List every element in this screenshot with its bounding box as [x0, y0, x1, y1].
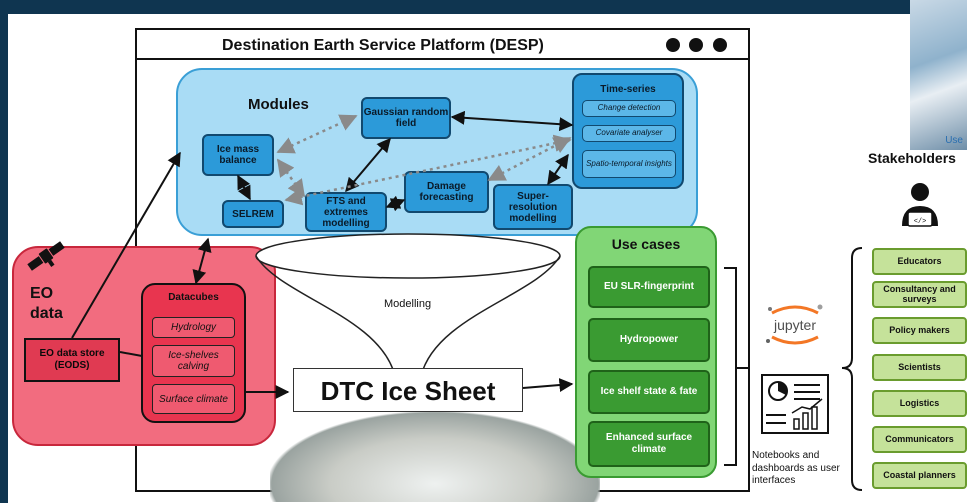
stakeholder-item: Communicators	[872, 426, 967, 453]
photo-caption: Use	[945, 135, 963, 146]
window-dot-icon	[666, 38, 680, 52]
time-series-item: Change detection	[582, 100, 676, 117]
module-damage-forecasting: Damage forecasting	[404, 171, 489, 213]
modelling-label: Modelling	[384, 298, 432, 310]
use-case-item: Enhanced surface climate	[588, 421, 710, 467]
datacube-item: Ice-shelves calving	[152, 345, 235, 377]
satellite-icon	[27, 241, 65, 271]
datacube-item: Surface climate	[152, 384, 235, 414]
datacubes-title: Datacubes	[168, 292, 219, 303]
module-selrem: SELREM	[222, 200, 284, 228]
time-series-title: Time-series	[600, 84, 656, 95]
use-case-item: Hydropower	[588, 318, 710, 362]
stakeholder-item: Logistics	[872, 390, 967, 417]
interfaces-caption: Notebooks and dashboards as user interfa…	[752, 450, 840, 486]
stakeholder-item: Coastal planners	[872, 462, 967, 489]
time-series-item: Spatio-temporal insights	[582, 150, 676, 178]
use-cases-title: Use cases	[611, 236, 681, 252]
datacube-item: Hydrology	[152, 317, 235, 338]
desp-title-bar	[135, 28, 750, 60]
left-background-strip	[0, 0, 8, 503]
modelling-funnel	[255, 233, 561, 376]
window-dot-icon	[713, 38, 727, 52]
jupyter-logo-icon: jupyter	[766, 304, 823, 345]
stakeholder-item: Consultancy and surveys	[872, 281, 967, 308]
svg-text:</>: </>	[914, 218, 927, 226]
window-dot-icon	[689, 38, 703, 52]
antarctica-map	[270, 412, 600, 502]
stakeholder-item: Scientists	[872, 354, 967, 381]
time-series-item: Covariate analyser	[582, 125, 676, 142]
use-case-item: EU SLR-fingerprint	[588, 266, 710, 308]
stakeholder-item: Educators	[872, 248, 967, 275]
stakeholders-title: Stakeholders	[868, 150, 956, 166]
desp-title: Destination Earth Service Platform (DESP…	[222, 37, 544, 54]
dtc-ice-sheet: DTC Ice Sheet	[293, 368, 523, 412]
module-super-resolution: Super-resolution modelling	[493, 184, 573, 230]
top-background-strip	[0, 0, 910, 14]
stakeholder-item: Policy makers	[872, 317, 967, 344]
eo-label-line: data	[30, 305, 63, 322]
dashboard-icon	[761, 374, 829, 434]
person-laptop-icon: </>	[902, 183, 938, 227]
ice-photo: Use	[910, 0, 967, 150]
eo-data-store: EO data store (EODS)	[24, 338, 120, 382]
modules-title: Modules	[248, 96, 309, 113]
eo-data-label: EO data	[30, 284, 63, 324]
eo-label-line: EO	[30, 285, 54, 302]
use-case-item: Ice shelf state & fate	[588, 370, 710, 414]
jupyter-label: jupyter	[773, 317, 816, 333]
module-gaussian-random-field: Gaussian random field	[361, 97, 451, 139]
module-ice-mass-balance: Ice mass balance	[202, 134, 274, 176]
